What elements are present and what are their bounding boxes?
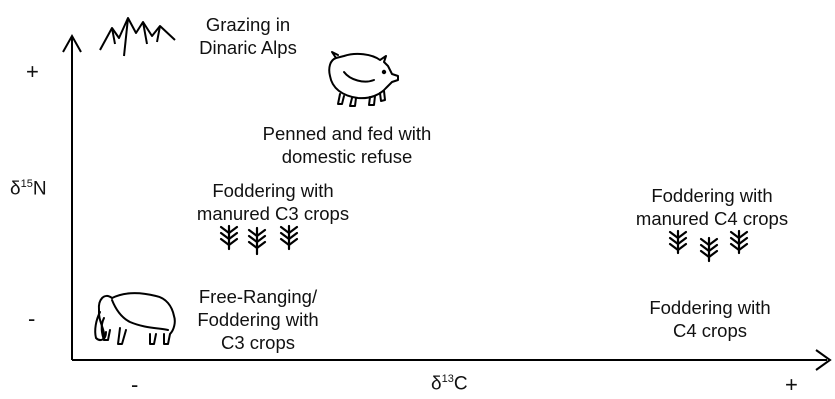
x-plus-sign: + (785, 372, 798, 398)
pig-icon (329, 52, 398, 106)
x-axis-label: δ13C (431, 373, 468, 395)
sheep-icon (95, 293, 175, 344)
plant-icon (731, 231, 747, 253)
plant-icon (221, 226, 237, 249)
c3-plants (221, 226, 297, 254)
plant-icon (701, 238, 717, 261)
y-minus-sign: - (28, 306, 35, 332)
plant-icon (670, 231, 686, 253)
plant-icon (249, 228, 265, 254)
c4-plants (670, 231, 747, 261)
mountains-icon (100, 18, 175, 56)
y-plus-sign: + (26, 59, 39, 85)
y-axis-label: δ15N (10, 178, 47, 200)
x-minus-sign: - (131, 372, 138, 398)
plant-icon (281, 226, 297, 249)
